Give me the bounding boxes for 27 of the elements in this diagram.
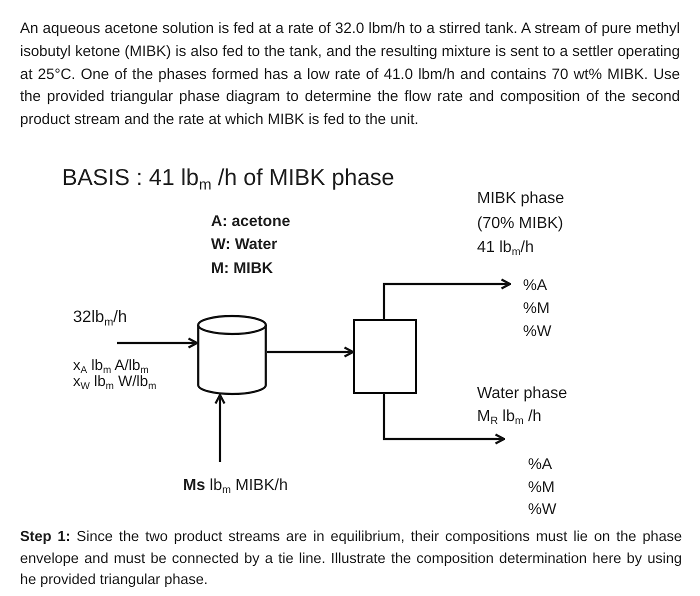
composition-label: x$_{W}$ lb$_{m}$ W/lb$_{m}$ [73, 374, 156, 390]
component-key: A: acetone [211, 210, 290, 232]
composition-label: %W [528, 500, 556, 520]
composition-label: %M [528, 478, 555, 498]
arrow [214, 394, 226, 462]
arrow [382, 278, 512, 319]
composition-label: x$_{A}$ lb$_{m}$ A/lb$_{m}$ [73, 358, 149, 374]
step-note: Step 1: Since the two product streams are in equilibrium, their compositions must lie on the phase envelope and must be connected by a tie line. Illustrate the composition determination here by using he provided triangular phase. [20, 528, 682, 590]
settler-box [353, 319, 417, 394]
problem-statement: An aqueous acetone solution is fed at a rate of 32.0 lbm/h to a stirred tank. A stream of pure methyl isobutyl ketone (MIBK) is also fed to the tank, and the resulting mixture is sent to a settler operating at 25°C. One of the phases formed has a low rate of 41.0 lbm/h and contains 70 wt% MIBK. Use the provided triangular phase diagram to determine the flow rate and composition of the second product stream and the rate at which MIBK is fed to the unit. [20, 19, 680, 130]
stream-label: Water phase [477, 384, 568, 404]
stream-label: M$_{R}$ lb$_{m}$ /h [477, 406, 542, 428]
component-key: W: Water [211, 233, 278, 256]
stream-label: MIBK phase [477, 188, 564, 208]
composition-label: %A [523, 276, 548, 296]
diagram-title: BASIS : 41 lb$_{m}$ /h of MIBK phase [62, 163, 394, 192]
stream-label: (70% MIBK) [477, 214, 564, 234]
composition-label: %W [523, 322, 552, 342]
composition-label: %M [523, 299, 550, 319]
arrow [382, 394, 506, 445]
component-key: M: MIBK [211, 256, 273, 280]
stream-label: 41 lb$_{m}$/h [477, 238, 534, 258]
arrow [267, 346, 354, 358]
stream-label: Ms lb$_{m}$ MIBK/h [183, 476, 288, 497]
stream-label: 32lb$_{m}$/h [73, 307, 128, 329]
composition-label: %A [528, 454, 552, 474]
arrow [117, 337, 198, 349]
